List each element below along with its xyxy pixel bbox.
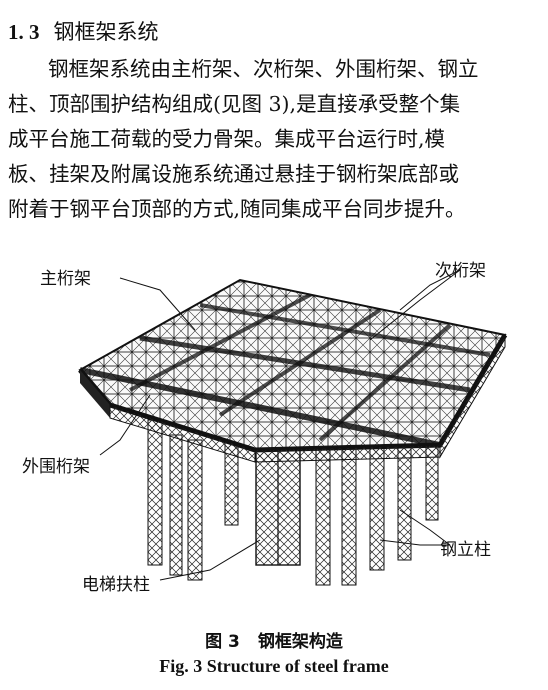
section-number: 1. 3 <box>8 20 40 44</box>
caption-title: 钢框架构造 <box>257 632 343 652</box>
steel-column <box>187 439 203 581</box>
paragraph-line: 板、挂架及附属设施系统通过悬挂于钢桁架底部或 <box>8 162 459 186</box>
label-elevator-column: 电梯扶柱 <box>82 575 150 595</box>
paragraph-line: 附着于钢平台顶部的方式,随同集成平台同步提升。 <box>8 197 466 221</box>
label-main-truss: 主桁架 <box>40 269 91 289</box>
body-paragraph: 钢框架系统由主桁架、次桁架、外围桁架、钢立 柱、顶部围护结构组成(见图 3),是… <box>8 52 548 227</box>
section-heading: 1. 3 钢框架系统 <box>8 16 159 46</box>
paragraph-line: 成平台施工荷载的受力骨架。集成平台运行时,模 <box>8 127 446 151</box>
steel-frame-drawing <box>78 269 508 586</box>
paragraph-line: 柱、顶部围护结构组成(见图 3),是直接承受整个集 <box>8 92 461 116</box>
caption-number: 图 3 <box>205 632 240 652</box>
steel-column <box>147 419 163 566</box>
steel-column <box>169 434 183 576</box>
label-steel-column: 钢立柱 <box>440 540 491 560</box>
steel-column <box>315 439 331 586</box>
paragraph-line: 钢框架系统由主桁架、次桁架、外围桁架、钢立 <box>48 57 479 81</box>
label-secondary-truss: 次桁架 <box>435 261 486 281</box>
steel-column <box>341 444 357 586</box>
section-title: 钢框架系统 <box>53 20 159 44</box>
figure-caption-cn: 图 3 钢框架构造 <box>0 627 548 652</box>
steel-frame-figure: 主桁架 次桁架 外围桁架 钢立柱 电梯扶柱 <box>20 240 540 600</box>
figure-caption-en: Fig. 3 Structure of steel frame <box>159 656 389 676</box>
label-peripheral-truss: 外围桁架 <box>22 457 90 477</box>
platform-deck <box>78 278 508 463</box>
